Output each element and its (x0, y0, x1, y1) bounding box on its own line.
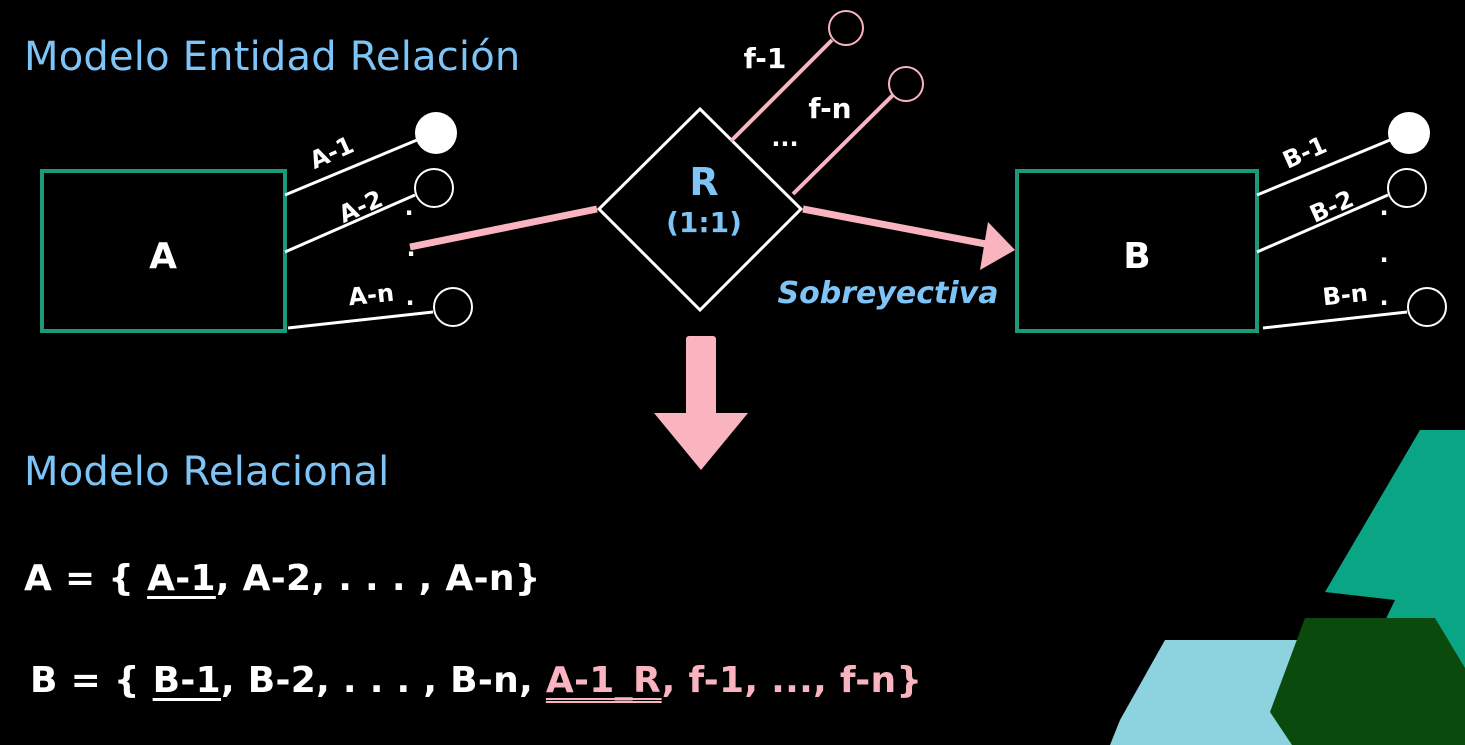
attr-fn-marker (888, 66, 924, 102)
attr-b2-label: B-2 (1306, 185, 1358, 229)
attr-a1-key-marker (415, 112, 457, 154)
connector-a-to-r (409, 205, 598, 251)
relationship-diamond (596, 106, 804, 313)
er-model-heading: Modelo Entidad Relación (24, 34, 521, 80)
attr-f1-label: f-1 (744, 42, 787, 75)
attr-dot-4: . (1379, 193, 1388, 221)
transform-arrow-head (654, 413, 748, 470)
relation-a-attributes: , A-2, . . . , A-n} (215, 558, 541, 599)
attr-a1-line (284, 138, 418, 197)
decor-dark-green-hexagon (1270, 618, 1465, 745)
attr-fn-label: f-n (808, 92, 851, 125)
transform-arrow-shaft (686, 336, 716, 418)
relation-b-attributes: , B-2, . . . , B-n, (220, 660, 546, 701)
attr-dot-1: . (404, 193, 413, 221)
relation-b-relationship-attributes: , f-1, ..., f-n} (661, 660, 923, 701)
attr-fn-line (791, 93, 895, 196)
attr-a2-label: A-2 (334, 185, 387, 229)
attr-bn-marker (1407, 287, 1447, 327)
relation-a-primary-key: A-1 (147, 558, 216, 599)
relationship-cardinality: (1:1) (666, 206, 742, 239)
relationship-name: R (689, 160, 718, 204)
attr-an-label: A-n (347, 279, 395, 312)
relationship-attr-ellipsis: ... (771, 124, 798, 152)
relation-a-schema: A = { A-1, A-2, . . . , A-n} (24, 558, 541, 599)
attr-b1-line (1256, 138, 1391, 197)
arrowhead-to-b (980, 222, 1015, 270)
attr-f1-line (729, 38, 834, 143)
mapping-label: Sobreyectiva (778, 276, 999, 311)
attr-bn-label: B-n (1321, 279, 1369, 312)
entity-b-label: B (1123, 236, 1150, 277)
attr-an-marker (433, 287, 473, 327)
relation-b-primary-key: B-1 (152, 660, 221, 701)
attr-dot-3: . (405, 283, 414, 311)
relation-b-schema: B = { B-1, B-2, . . . , B-n, A-1_R, f-1,… (30, 660, 922, 701)
attr-dot-6: . (1379, 283, 1388, 311)
attr-b1-key-marker (1388, 112, 1430, 154)
attr-a2-marker (414, 168, 454, 208)
entity-a-label: A (149, 236, 177, 277)
connector-r-to-b (802, 205, 987, 248)
relation-b-foreign-key: A-1_R (545, 660, 662, 701)
attr-an-line (287, 310, 434, 330)
attr-f1-marker (828, 10, 864, 46)
attr-bn-line (1262, 310, 1408, 330)
attr-b2-line (1256, 193, 1389, 254)
attr-b2-marker (1387, 168, 1427, 208)
relation-a-prefix: A = { (24, 558, 148, 599)
attr-a2-line (284, 193, 416, 254)
attr-dot-5: . (1379, 240, 1388, 268)
relational-model-heading: Modelo Relacional (24, 449, 390, 495)
relation-b-prefix: B = { (30, 660, 153, 701)
